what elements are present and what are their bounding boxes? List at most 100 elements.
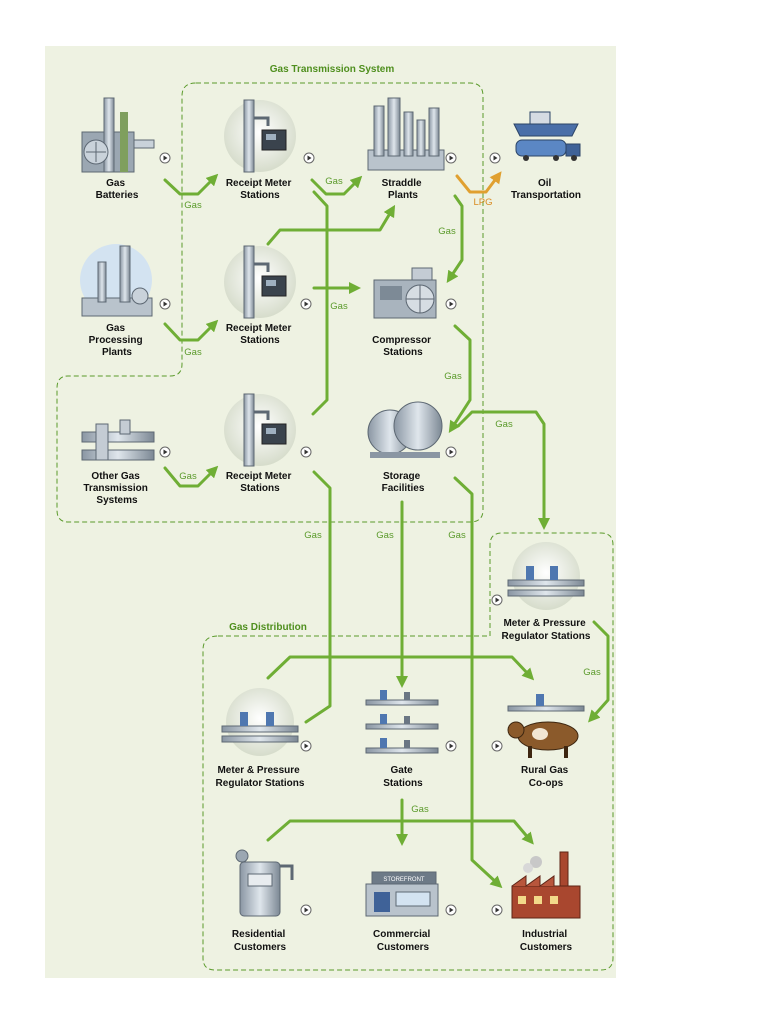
node-label-line: Rural Gas [521, 765, 569, 776]
oil-transportation-icon [513, 111, 581, 161]
node-straddle-plants[interactable]: Straddle Plants [367, 97, 457, 201]
svg-text:Receipt Meter Stations: Receipt Meter Stations [226, 323, 294, 346]
transmission-region-border [56, 82, 484, 523]
storefront-sign: STOREFRONT [383, 877, 425, 883]
receipt-meter-icon [224, 393, 296, 467]
node-label-line: Plants [102, 347, 132, 358]
flow-label-gas: Gas [376, 530, 394, 541]
node-receipt-meter-1[interactable]: Receipt Meter Stations [224, 99, 315, 201]
flow-labels: Gas Gas LPG Gas Gas Gas Gas Gas Gas Gas … [179, 176, 601, 815]
node-label-line: Regulator Stations [216, 778, 305, 789]
node-compressor-stations[interactable]: Compressor Stations [372, 267, 457, 358]
svg-text:Commercial Customers: Commercial Customers [373, 929, 433, 953]
node-receipt-meter-3[interactable]: Receipt Meter Stations [224, 393, 312, 494]
distribution-region-title: Gas Distribution [229, 622, 307, 633]
other-gas-transmission-icon [81, 419, 155, 461]
node-label-line: Residential [232, 929, 286, 940]
compressor-stations-icon [373, 267, 437, 319]
node-label-line: Regulator Stations [502, 631, 591, 642]
flow-label-gas: Gas [438, 226, 456, 237]
node-industrial-customers[interactable]: Industrial Customers [491, 851, 581, 953]
node-label-line: Transportation [511, 190, 581, 201]
flow-label-gas: Gas [411, 804, 429, 815]
node-gate-stations[interactable]: Gate Stations [365, 690, 457, 789]
node-label-line: Systems [96, 495, 138, 506]
node-gas-processing-plants[interactable]: Gas Processing Plants [80, 244, 171, 358]
node-label-line: Receipt Meter [226, 471, 292, 482]
gate-stations-icon [365, 690, 439, 754]
svg-text:Meter & Pressure Regulat: Meter & Pressure Regulator Stations [216, 765, 305, 789]
node-meter-pressure-right[interactable]: Meter & Pressure Regulator Stations [491, 542, 591, 642]
meter-pressure-icon [507, 542, 585, 610]
svg-text:Straddle Plants: Straddle Plants [382, 178, 425, 201]
svg-text:Gas Batteries: Gas Batteries [96, 178, 139, 201]
svg-text:Other Gas Transmission: Other Gas Transmission Systems [83, 471, 150, 506]
node-label-line: Stations [383, 778, 423, 789]
flow-label-lpg: LPG [473, 197, 492, 208]
node-label-line: Plants [388, 190, 418, 201]
node-label-line: Processing [89, 335, 143, 346]
node-label-line: Customers [234, 942, 287, 953]
node-label-line: Meter & Pressure [503, 618, 586, 629]
node-label-line: Customers [377, 942, 430, 953]
receipt-meter-icon [224, 245, 296, 319]
storage-facilities-icon [367, 401, 443, 458]
meter-pressure-icon [221, 688, 299, 756]
node-label-line: Gas [106, 178, 125, 189]
node-label-line: Stations [383, 347, 423, 358]
flow-label-gas: Gas [179, 471, 197, 482]
node-meter-pressure-left[interactable]: Meter & Pressure Regulator Stations [216, 688, 312, 789]
svg-text:Receipt Meter Stations: Receipt Meter Stations [226, 178, 294, 201]
node-label-line: Industrial [522, 929, 567, 940]
node-label-line: Other Gas [91, 471, 140, 482]
node-label-line: Gate [390, 765, 413, 776]
gas-processing-plants-icon [80, 244, 153, 317]
flow-label-gas: Gas [325, 176, 343, 187]
node-residential-customers[interactable]: Residential Customers [232, 849, 312, 953]
commercial-customers-icon: STOREFRONT [365, 871, 439, 917]
transmission-region-title: Gas Transmission System [270, 64, 395, 75]
node-label-line: Stations [240, 483, 280, 494]
node-commercial-customers[interactable]: STOREFRONT Commercial Customers [365, 871, 457, 953]
node-label-line: Oil [538, 178, 552, 189]
node-storage-facilities[interactable]: Storage Facilities [367, 401, 457, 494]
node-label-line: Meter & Pressure [217, 765, 300, 776]
industrial-customers-icon [511, 851, 581, 919]
straddle-plants-icon [367, 97, 445, 171]
node-gas-batteries[interactable]: Gas Batteries [81, 97, 171, 201]
flow-label-gas: Gas [184, 200, 202, 211]
receipt-meter-icon [224, 99, 296, 173]
node-label-line: Receipt Meter [226, 178, 292, 189]
svg-text:Compressor Stations: Compressor Stations [372, 335, 434, 358]
flow-label-gas: Gas [495, 419, 513, 430]
flow-label-gas: Gas [583, 667, 601, 678]
svg-text:Residential Customers: Residential Customers [232, 929, 288, 953]
node-label-line: Gas [106, 323, 125, 334]
node-label-line: Receipt Meter [226, 323, 292, 334]
distribution-region-border [202, 532, 614, 971]
svg-text:Industrial Customers: Industrial Customers [520, 929, 573, 953]
node-label-line: Compressor [372, 335, 431, 346]
node-label-line: Batteries [96, 190, 139, 201]
node-label-line: Stations [240, 335, 280, 346]
svg-text:Gate Stations: Gate Stations [383, 765, 423, 789]
flow-label-gas: Gas [444, 371, 462, 382]
svg-text:Meter & Pressure Regulat: Meter & Pressure Regulator Stations [502, 618, 591, 642]
rural-gas-coops-icon [507, 694, 585, 758]
node-label-line: Transmission [83, 483, 147, 494]
residential-customers-icon [235, 849, 294, 917]
node-oil-transportation[interactable]: Oil Transportation [489, 111, 581, 201]
node-label-line: Commercial [373, 929, 430, 940]
svg-text:Oil Transportation: Oil Transportation [511, 178, 581, 201]
svg-text:Receipt Meter Stations: Receipt Meter Stations [226, 471, 294, 494]
node-label-line: Stations [240, 190, 280, 201]
flow-label-gas: Gas [330, 301, 348, 312]
svg-text:Rural Gas Co-ops: Rural Gas Co-ops [521, 765, 571, 789]
svg-text:Storage Facilities: Storage Facilities [382, 471, 425, 494]
pipes [163, 171, 610, 889]
node-other-gas-transmission[interactable]: Other Gas Transmission Systems [81, 419, 171, 506]
node-label-line: Facilities [382, 483, 425, 494]
node-receipt-meter-2[interactable]: Receipt Meter Stations [224, 245, 312, 346]
node-rural-gas-coops[interactable]: Rural Gas Co-ops [491, 694, 585, 789]
node-label-line: Co-ops [529, 778, 564, 789]
